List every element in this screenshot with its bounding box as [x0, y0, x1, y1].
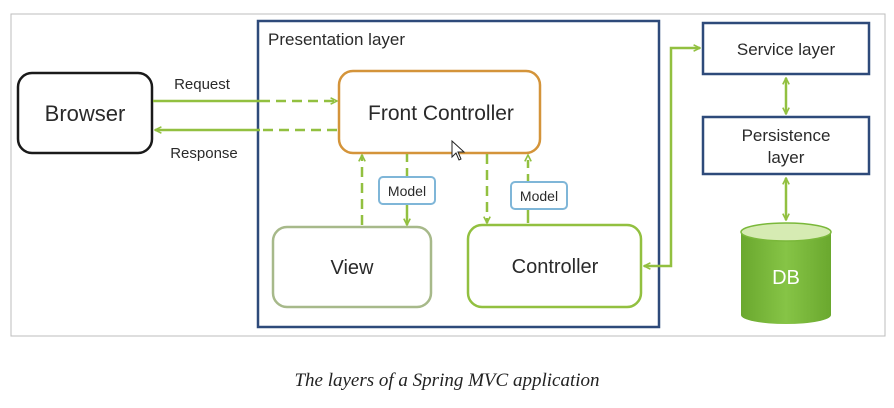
browser-box: [16, 71, 154, 155]
model-label-right: Model: [520, 188, 558, 204]
controller-service-arrow: [644, 48, 700, 266]
persistence-layer-label-line2: layer: [768, 148, 805, 167]
view-label: View: [331, 257, 375, 279]
model-label-left: Model: [388, 183, 426, 199]
mvc-diagram: Presentation layer Browser Request Respo…: [10, 13, 886, 337]
db-cylinder-icon: [740, 222, 832, 324]
service-layer-box: [701, 21, 871, 76]
model-tag-right: [510, 181, 568, 210]
controller-box: [466, 223, 643, 309]
browser-label: Browser: [45, 101, 126, 126]
front-controller-label: Front Controller: [368, 102, 514, 125]
controller-label: Controller: [512, 256, 599, 278]
persistence-layer-box: [701, 115, 871, 176]
persistence-layer-label-line1: Persistence: [742, 126, 831, 145]
model-tag-left: [378, 176, 436, 205]
figure-caption: The layers of a Spring MVC application: [294, 370, 600, 391]
response-label: Response: [170, 145, 238, 162]
front-controller-box: [337, 69, 542, 155]
request-label: Request: [174, 76, 231, 93]
view-box: [271, 225, 433, 309]
db-label: DB: [772, 267, 800, 289]
presentation-layer-label: Presentation layer: [268, 30, 405, 49]
mouse-cursor-icon: [451, 139, 466, 161]
service-layer-label: Service layer: [737, 40, 836, 59]
